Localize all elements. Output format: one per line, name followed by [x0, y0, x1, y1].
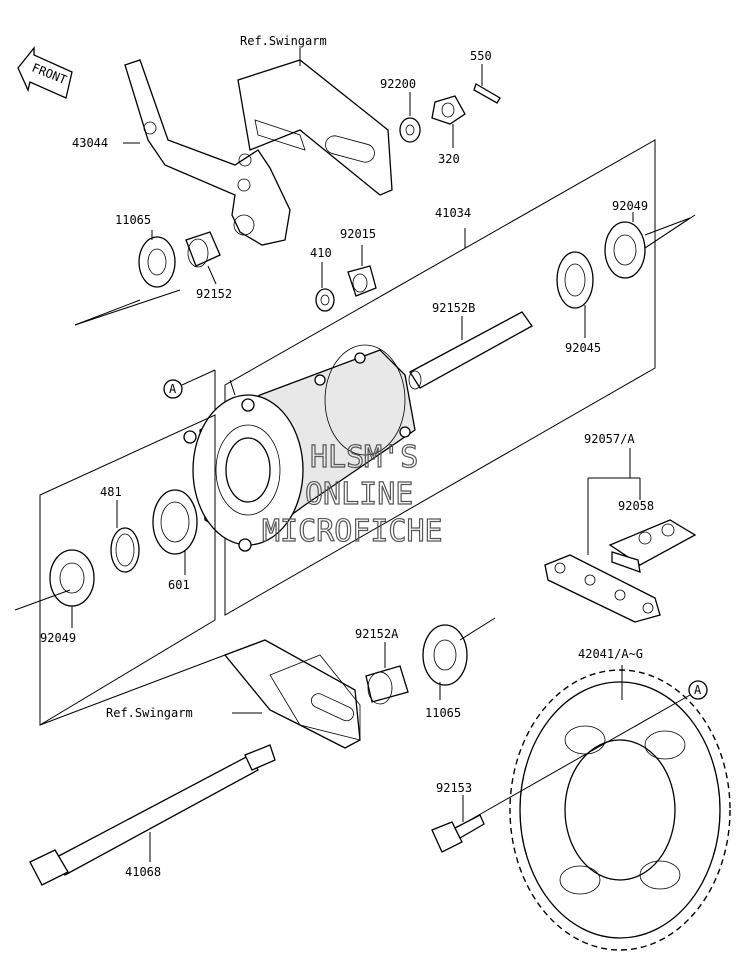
nut-320-drawing [431, 95, 466, 125]
label-550: 550 [470, 49, 492, 63]
label-320: 320 [438, 152, 460, 166]
label-92049-top: 92049 [612, 199, 648, 213]
callout-a-top-marker [163, 379, 183, 399]
spacer-tube-92152B-drawing [408, 311, 533, 390]
label-601: 601 [168, 578, 190, 592]
label-ref-swingarm-bottom: Ref.Swingarm [106, 706, 193, 720]
collar-top-drawing [185, 231, 221, 267]
bearing-601-drawing [152, 489, 198, 555]
drive-chain-drawing [544, 554, 661, 623]
rear-sprocket-drawing [509, 669, 731, 951]
label-ref-swingarm-top: Ref.Swingarm [240, 34, 327, 48]
label-92152: 92152 [196, 287, 232, 301]
sprocket-bolt-92153-drawing [431, 814, 485, 853]
label-481: 481 [100, 485, 122, 499]
washer-92200-drawing [399, 117, 421, 143]
watermark-line1: HLSM'S [310, 440, 418, 475]
seal-top-drawing [138, 236, 176, 288]
front-arrow-icon: FRONT [17, 46, 73, 99]
collar-92152A-drawing [365, 665, 409, 703]
nut-92015-drawing [347, 265, 377, 297]
cotter-pin-550-drawing [473, 83, 501, 104]
label-92152B: 92152B [432, 301, 475, 315]
watermark-line2: ONLINE [305, 477, 413, 512]
seal-11065-bottom-drawing [422, 624, 468, 686]
circlip-481-drawing [110, 527, 140, 573]
label-92057A: 92057/A [584, 432, 635, 446]
label-43044: 43044 [72, 136, 108, 150]
watermark: HLSM'S ONLINE MICROFICHE [261, 439, 443, 549]
label-92058: 92058 [618, 499, 654, 513]
brake-bracket-drawing [124, 59, 291, 246]
washer-410-drawing [315, 288, 335, 312]
label-42041AG: 42041/A~G [578, 647, 643, 661]
watermark-line3: MICROFICHE [262, 514, 443, 549]
seal-92049-top-drawing [604, 221, 646, 279]
label-92015: 92015 [340, 227, 376, 241]
label-11065-bottom: 11065 [425, 706, 461, 720]
axle-41068-drawing [29, 744, 276, 886]
label-11065-top: 11065 [115, 213, 151, 227]
callout-a-right-text: A [694, 683, 702, 697]
master-link-92058-drawing [608, 519, 697, 573]
bearing-92045-drawing [556, 251, 594, 309]
label-92045: 92045 [565, 341, 601, 355]
seal-92049-bottom-drawing [49, 549, 95, 607]
rear-hub-drawing [183, 344, 416, 552]
label-92152A: 92152A [355, 627, 399, 641]
label-92049-bottom: 92049 [40, 631, 76, 645]
callout-a-right-marker [688, 680, 708, 700]
label-92153: 92153 [436, 781, 472, 795]
label-41068: 41068 [125, 865, 161, 879]
label-92200: 92200 [380, 77, 416, 91]
swingarm-lower-drawing [223, 639, 361, 749]
callout-a-top-text: A [169, 382, 177, 396]
label-41034: 41034 [435, 206, 471, 220]
swingarm-upper-drawing [237, 59, 393, 196]
label-410: 410 [310, 246, 332, 260]
